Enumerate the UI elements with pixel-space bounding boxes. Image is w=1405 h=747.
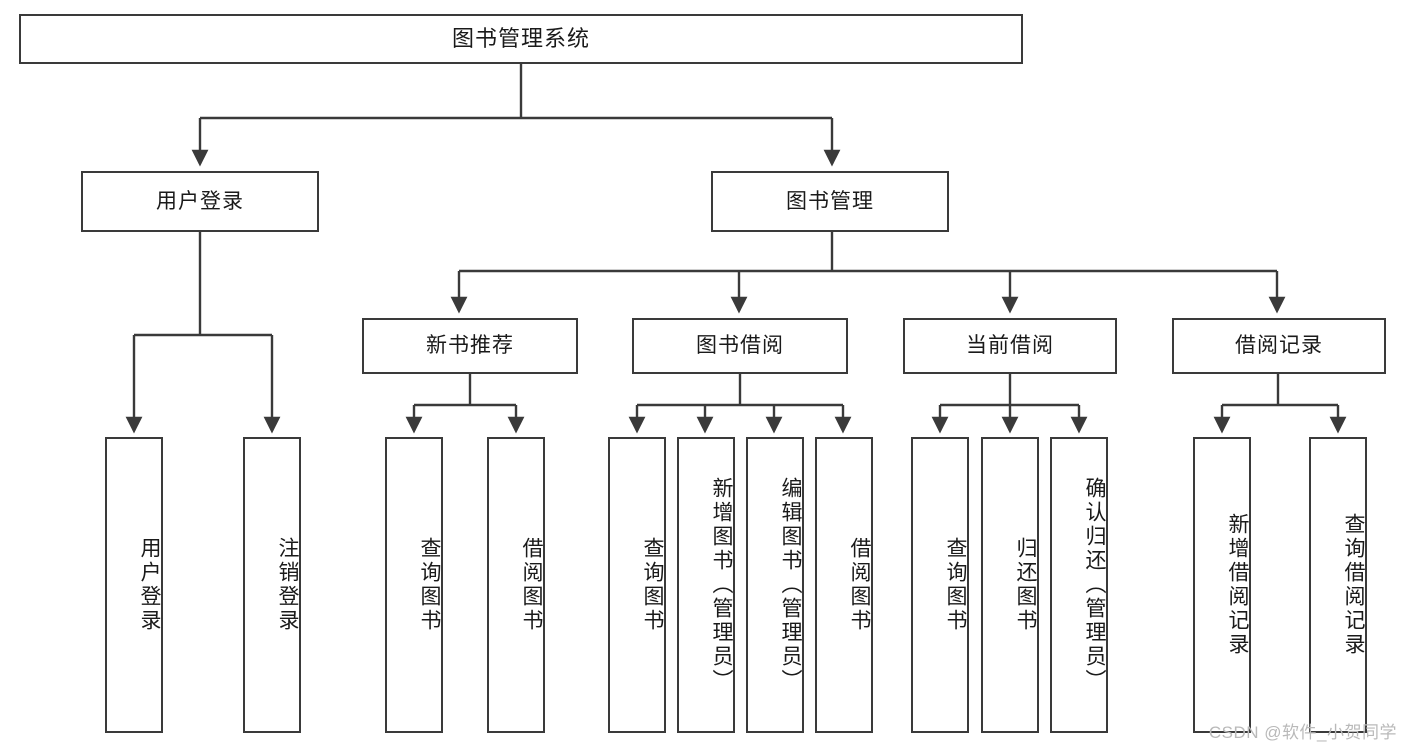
leaf-label: 确认归还（管理员） xyxy=(1083,477,1106,693)
leaf-new-book-borrow[interactable]: 借阅图书 xyxy=(487,437,545,733)
leaf-user-login-signin[interactable]: 用户登录 xyxy=(105,437,163,733)
leaf-label: 用户登录 xyxy=(138,537,161,633)
node-book-management[interactable]: 图书管理 xyxy=(711,171,949,232)
node-user-login[interactable]: 用户登录 xyxy=(81,171,319,232)
leaf-label: 查询图书 xyxy=(944,537,967,633)
leaf-label: 查询图书 xyxy=(641,537,664,633)
leaf-label: 归还图书 xyxy=(1014,537,1037,633)
leaf-borrow-query-book[interactable]: 查询图书 xyxy=(608,437,666,733)
leaf-borrow-edit-book-admin[interactable]: 编辑图书（管理员） xyxy=(746,437,804,733)
leaf-user-login-signout[interactable]: 注销登录 xyxy=(243,437,301,733)
node-borrow-records[interactable]: 借阅记录 xyxy=(1172,318,1386,374)
node-current-borrow[interactable]: 当前借阅 xyxy=(903,318,1117,374)
node-root-system[interactable]: 图书管理系统 xyxy=(19,14,1023,64)
leaf-records-query-record[interactable]: 查询借阅记录 xyxy=(1309,437,1367,733)
leaf-label: 新增图书（管理员） xyxy=(710,477,733,693)
leaf-label: 编辑图书（管理员） xyxy=(779,477,802,693)
csdn-watermark: CSDN @软件_小贺同学 xyxy=(1208,723,1397,742)
node-new-book-recommend[interactable]: 新书推荐 xyxy=(362,318,578,374)
leaf-label: 查询借阅记录 xyxy=(1342,513,1365,657)
leaf-borrow-add-book-admin[interactable]: 新增图书（管理员） xyxy=(677,437,735,733)
node-book-borrow[interactable]: 图书借阅 xyxy=(632,318,848,374)
leaf-new-book-query[interactable]: 查询图书 xyxy=(385,437,443,733)
leaf-label: 新增借阅记录 xyxy=(1226,513,1249,657)
leaf-label: 查询图书 xyxy=(418,537,441,633)
leaf-label: 借阅图书 xyxy=(848,537,871,633)
leaf-records-add-record[interactable]: 新增借阅记录 xyxy=(1193,437,1251,733)
leaf-current-confirm-return-admin[interactable]: 确认归还（管理员） xyxy=(1050,437,1108,733)
leaf-label: 借阅图书 xyxy=(520,537,543,633)
leaf-borrow-borrow-book[interactable]: 借阅图书 xyxy=(815,437,873,733)
leaf-label: 注销登录 xyxy=(276,537,299,633)
leaf-current-query-book[interactable]: 查询图书 xyxy=(911,437,969,733)
leaf-current-return-book[interactable]: 归还图书 xyxy=(981,437,1039,733)
